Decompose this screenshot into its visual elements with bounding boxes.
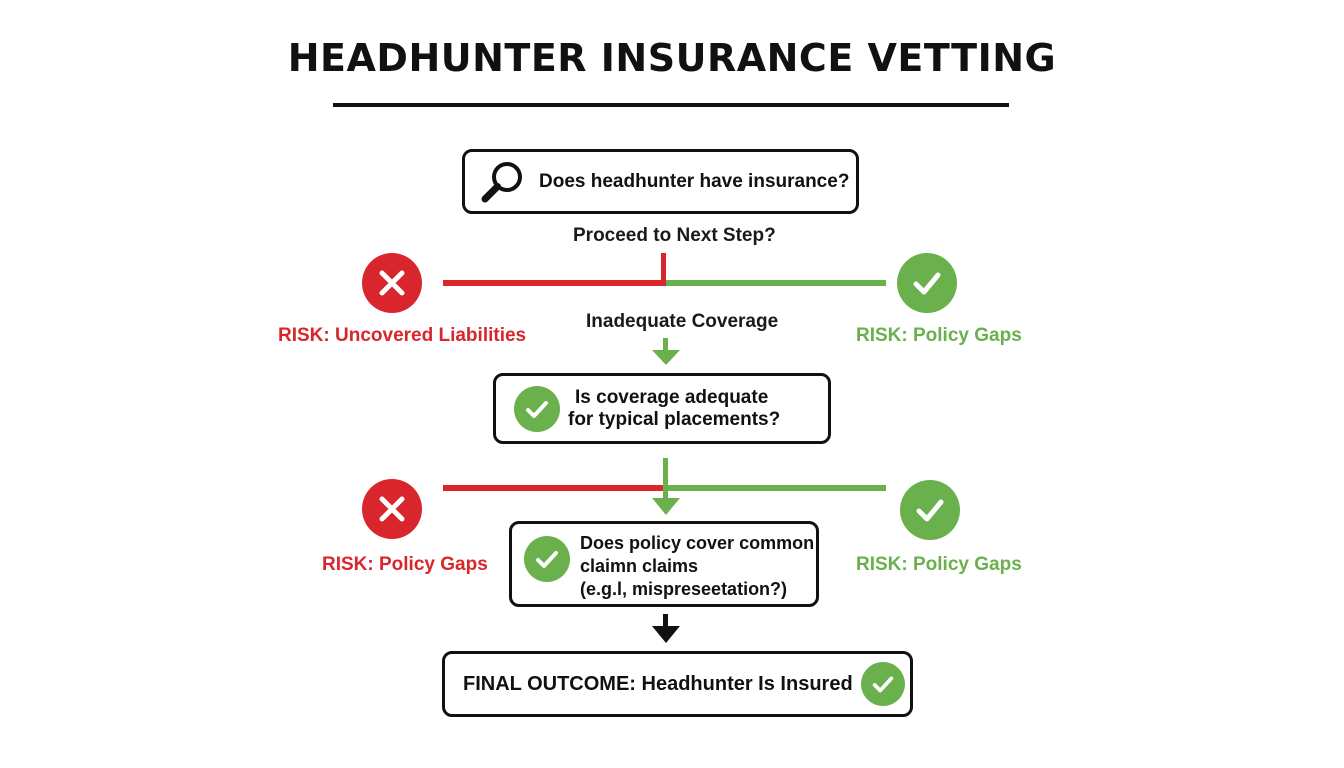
title-underline bbox=[333, 103, 1009, 107]
question-claims-line3: (e.g.l, mispreseetation?) bbox=[580, 579, 788, 599]
final-outcome-box: FINAL OUTCOME: Headhunter Is Insured bbox=[442, 651, 913, 717]
arrow-to-q2-shaft bbox=[663, 338, 668, 352]
risk-policy-gaps-right-2-label: RISK: Policy Gaps bbox=[856, 554, 1022, 575]
inadequate-coverage-label: Inadequate Coverage bbox=[586, 311, 779, 332]
question-coverage-line1: Is coverage adequate bbox=[575, 386, 769, 408]
question-insurance-box: Does headhunter have insurance? bbox=[462, 149, 859, 214]
branch1-pass-check-icon bbox=[897, 253, 957, 313]
page-title: HEADHUNTER INSURANCE VETTING bbox=[287, 36, 1057, 80]
question-claims-box: Does policy cover common claimn claims (… bbox=[509, 521, 819, 607]
check-circle-icon bbox=[524, 536, 570, 582]
question-claims-text: Does policy cover common claimn claims (… bbox=[580, 532, 814, 601]
arrow-to-final-shaft bbox=[663, 614, 668, 628]
branch1-green-line bbox=[666, 280, 886, 286]
branch2-green-stem bbox=[663, 458, 668, 500]
question-claims-line1: Does policy cover common bbox=[580, 533, 815, 553]
check-circle-icon bbox=[514, 385, 560, 432]
arrow-to-q3-head bbox=[652, 498, 680, 515]
question-coverage-line2: for typical placements? bbox=[568, 408, 781, 430]
arrow-to-q2-head bbox=[652, 350, 680, 365]
final-outcome-text: FINAL OUTCOME: Headhunter Is Insured bbox=[463, 673, 853, 695]
risk-policy-gaps-left-2-label: RISK: Policy Gaps bbox=[322, 554, 488, 575]
question-coverage-text: Is coverage adequate for typical placeme… bbox=[568, 387, 780, 431]
question-insurance-text: Does headhunter have insurance? bbox=[539, 170, 850, 192]
risk-uncovered-liabilities-label: RISK: Uncovered Liabilities bbox=[278, 325, 527, 346]
branch2-green-line bbox=[663, 485, 886, 491]
branch2-fail-x-icon bbox=[362, 479, 422, 539]
check-circle-icon bbox=[860, 662, 905, 706]
magnifier-icon bbox=[479, 158, 527, 206]
arrow-to-final-head bbox=[652, 626, 680, 643]
branch1-red-line bbox=[443, 280, 667, 286]
question-coverage-box: Is coverage adequate for typical placeme… bbox=[493, 373, 831, 444]
branch1-fail-x-icon bbox=[362, 253, 422, 313]
proceed-label: Proceed to Next Step? bbox=[573, 225, 776, 246]
risk-policy-gaps-right-1-label: RISK: Policy Gaps bbox=[856, 325, 1022, 346]
question-claims-line2: claimn claims bbox=[580, 556, 699, 576]
branch2-red-line bbox=[443, 485, 663, 491]
branch1-red-stem bbox=[661, 253, 666, 286]
branch2-pass-check-icon bbox=[900, 480, 960, 540]
